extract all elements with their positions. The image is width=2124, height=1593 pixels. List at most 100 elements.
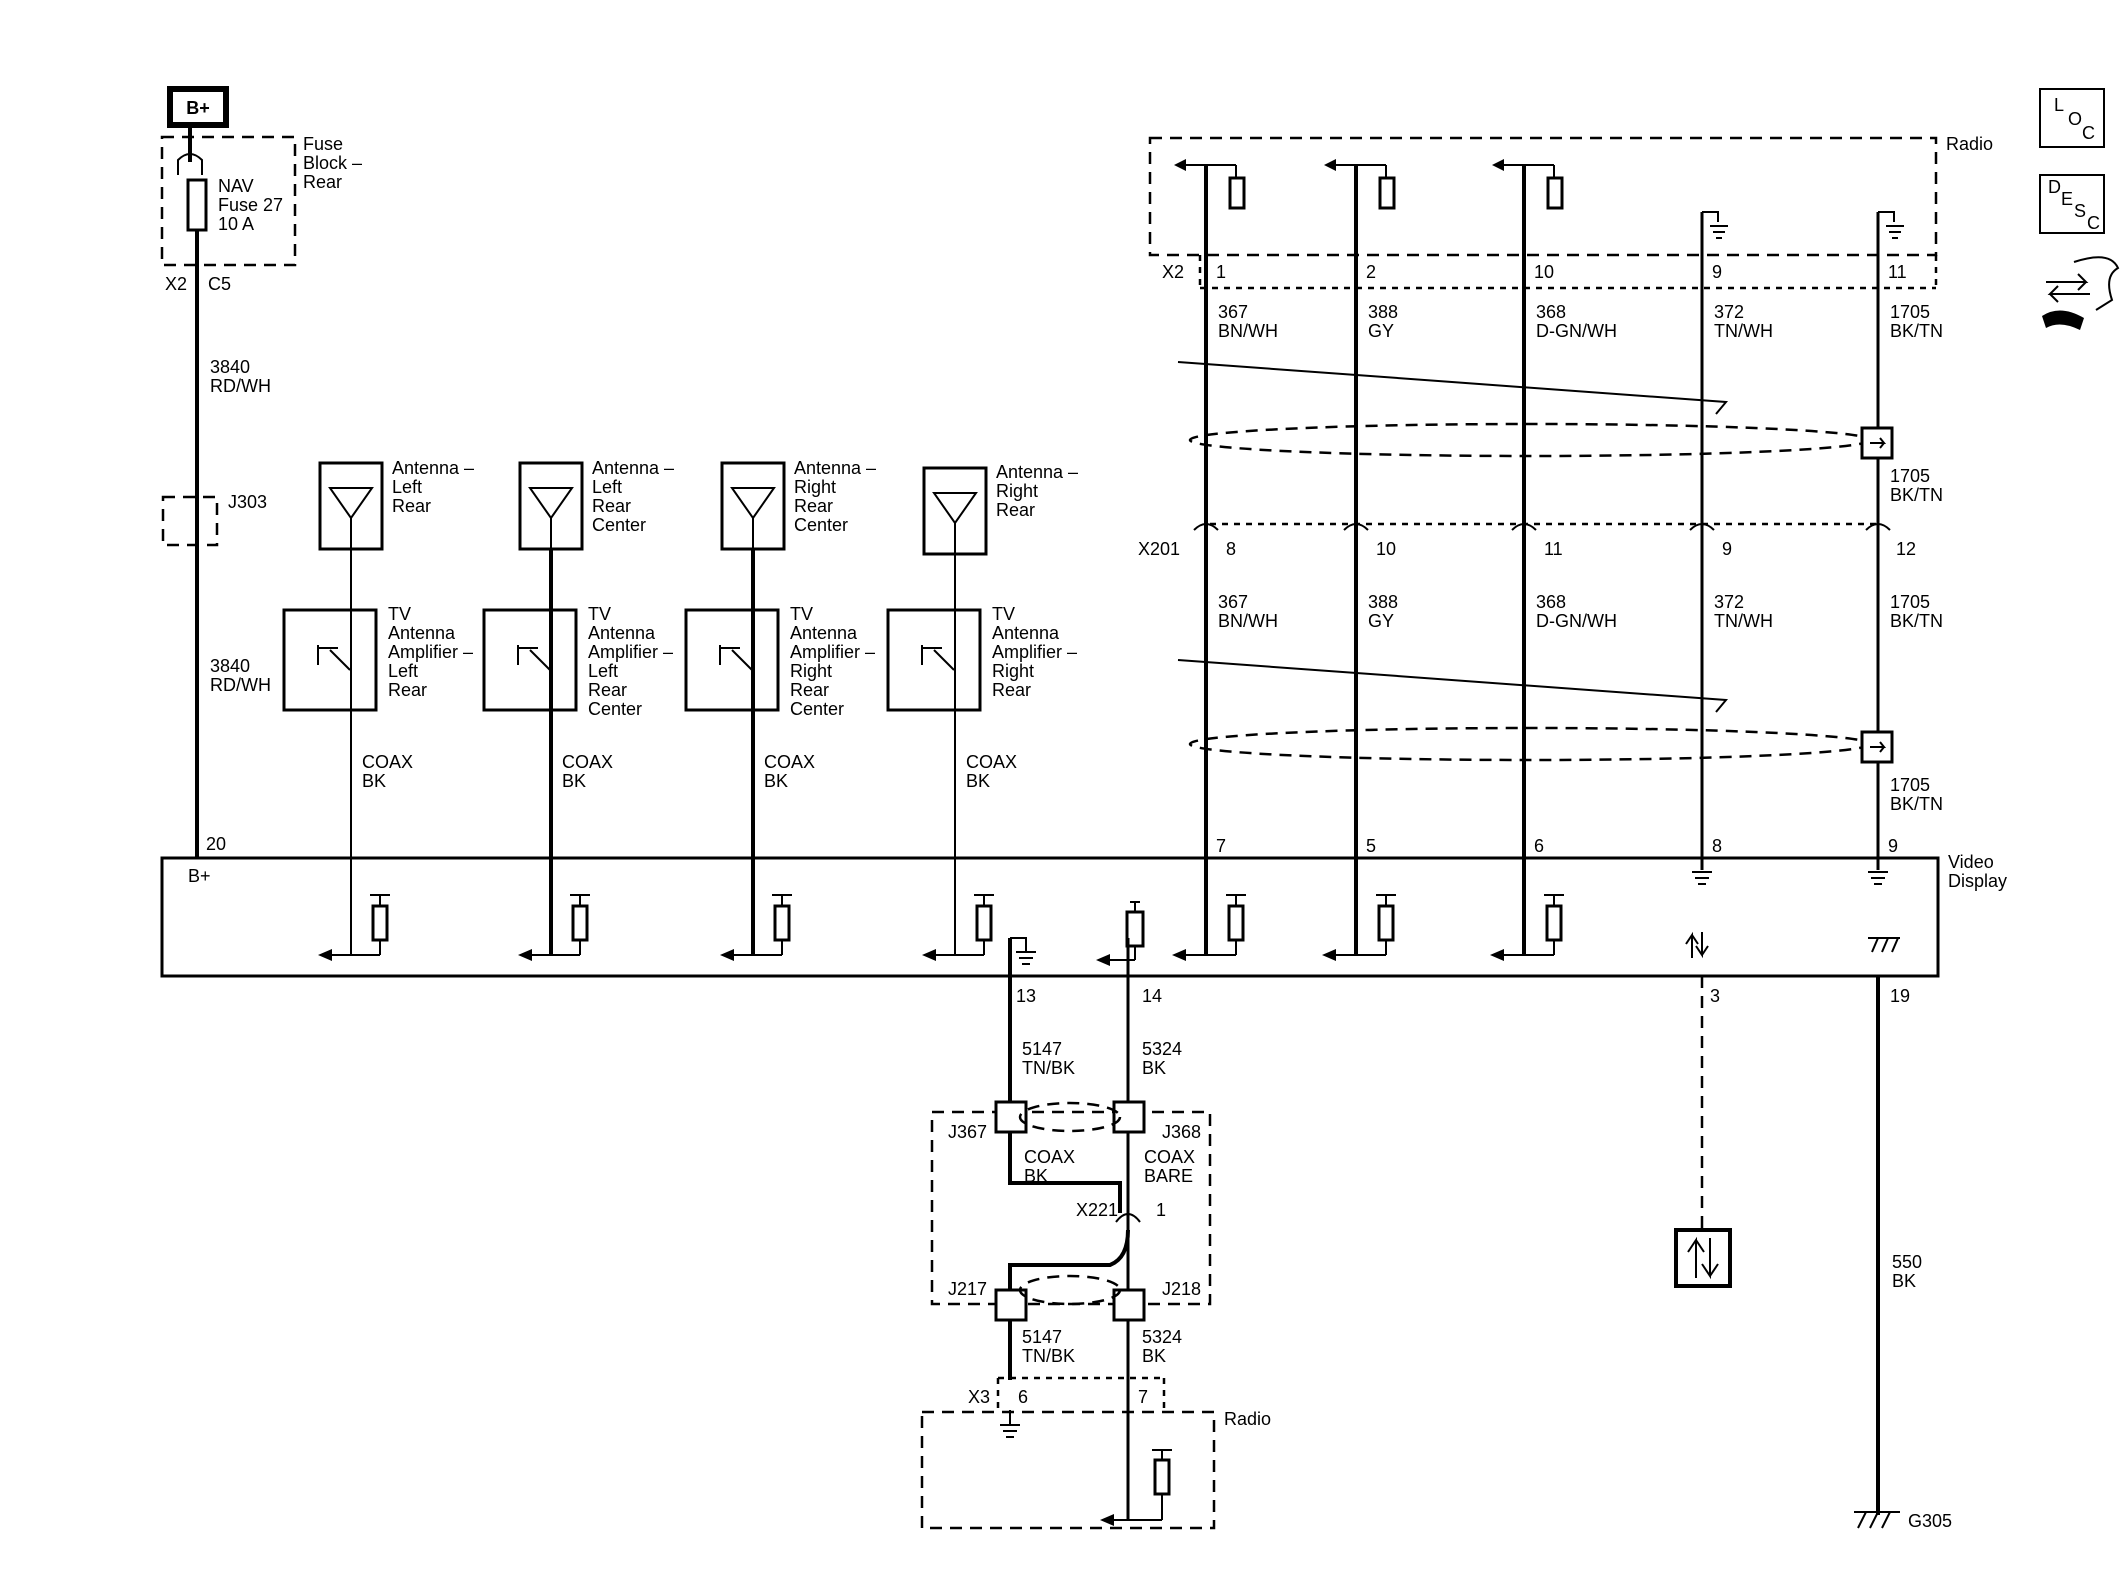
antenna-icon bbox=[730, 487, 776, 549]
svg-text:1705: 1705 bbox=[1890, 466, 1930, 486]
svg-text:14: 14 bbox=[1142, 986, 1162, 1006]
svg-text:GY: GY bbox=[1368, 611, 1394, 631]
svg-text:BK: BK bbox=[1142, 1346, 1166, 1366]
svg-text:368: 368 bbox=[1536, 592, 1566, 612]
svg-text:6: 6 bbox=[1018, 1387, 1028, 1407]
ground-icon bbox=[1854, 1511, 1900, 1529]
svg-text:BK: BK bbox=[1142, 1058, 1166, 1078]
svg-text:TN/WH: TN/WH bbox=[1714, 611, 1773, 631]
svg-text:D-GN/WH: D-GN/WH bbox=[1536, 611, 1617, 631]
svg-text:388: 388 bbox=[1368, 592, 1398, 612]
svg-text:D: D bbox=[2048, 177, 2061, 197]
svg-text:J218: J218 bbox=[1162, 1279, 1201, 1299]
amplifier-switch-icon bbox=[719, 645, 753, 671]
circuit-1705[interactable]: 11 1705 BK/TN 1705 BK/TN 12 1705 BK/TN 1… bbox=[1876, 211, 1943, 870]
svg-text:3840: 3840 bbox=[210, 357, 250, 377]
svg-text:C: C bbox=[2087, 213, 2100, 233]
svg-text:372: 372 bbox=[1714, 302, 1744, 322]
circuit-372[interactable]: 9 372 TN/WH 9 372 TN/WH 8 bbox=[1700, 211, 1773, 870]
svg-text:B+: B+ bbox=[186, 98, 210, 118]
svg-text:9: 9 bbox=[1722, 539, 1732, 559]
svg-text:5324: 5324 bbox=[1142, 1039, 1182, 1059]
shield-lower bbox=[1177, 659, 1894, 764]
svg-text:10: 10 bbox=[1376, 539, 1396, 559]
svg-text:X201: X201 bbox=[1138, 539, 1180, 559]
svg-text:B+: B+ bbox=[188, 866, 211, 886]
svg-text:J217: J217 bbox=[948, 1279, 987, 1299]
svg-text:6: 6 bbox=[1534, 836, 1544, 856]
svg-text:BN/WH: BN/WH bbox=[1218, 321, 1278, 341]
desc-icon[interactable]: D E S C bbox=[2039, 174, 2105, 234]
loc-icon[interactable]: L O C bbox=[2039, 88, 2105, 148]
radio-bottom-module: X3 6 7 Radio bbox=[920, 1376, 1271, 1530]
amplifier-switch-icon bbox=[517, 645, 551, 671]
antenna-icon bbox=[328, 487, 374, 549]
svg-text:BK/TN: BK/TN bbox=[1890, 611, 1943, 631]
b-plus-terminal: B+ bbox=[167, 86, 229, 128]
circuit-368[interactable]: 10 368 D-GN/WH 11 368 D-GN/WH 6 bbox=[1492, 159, 1617, 955]
svg-text:TN/WH: TN/WH bbox=[1714, 321, 1773, 341]
svg-text:X3: X3 bbox=[968, 1387, 990, 1407]
svg-text:5: 5 bbox=[1366, 836, 1376, 856]
svg-text:1: 1 bbox=[1216, 262, 1226, 282]
svg-text:TN/BK: TN/BK bbox=[1022, 1058, 1075, 1078]
svg-text:20: 20 bbox=[206, 834, 226, 854]
svg-text:367: 367 bbox=[1218, 592, 1248, 612]
svg-text:C: C bbox=[2082, 123, 2095, 143]
ground-wire-550[interactable]: 550 BK G305 bbox=[1854, 976, 1952, 1531]
svg-text:9: 9 bbox=[1888, 836, 1898, 856]
svg-text:RD/WH: RD/WH bbox=[210, 675, 271, 695]
svg-text:388: 388 bbox=[1368, 302, 1398, 322]
svg-text:J368: J368 bbox=[1162, 1122, 1201, 1142]
connector-end-view-icon[interactable] bbox=[2042, 256, 2120, 330]
svg-text:8: 8 bbox=[1226, 539, 1236, 559]
svg-text:TN/BK: TN/BK bbox=[1022, 1346, 1075, 1366]
svg-text:5324: 5324 bbox=[1142, 1327, 1182, 1347]
svg-text:1: 1 bbox=[1156, 1200, 1166, 1220]
svg-text:C5: C5 bbox=[208, 274, 231, 294]
serial-data-link bbox=[1674, 976, 1732, 1288]
svg-text:11: 11 bbox=[1888, 262, 1907, 282]
svg-text:8: 8 bbox=[1712, 836, 1722, 856]
radio-top-module: Radio X2 bbox=[1148, 134, 1993, 290]
svg-text:367: 367 bbox=[1218, 302, 1248, 322]
svg-text:19: 19 bbox=[1890, 986, 1910, 1006]
svg-text:O: O bbox=[2068, 109, 2082, 129]
svg-text:X2: X2 bbox=[1162, 262, 1184, 282]
svg-text:11: 11 bbox=[1544, 539, 1563, 559]
splice-j303: J303 bbox=[161, 492, 267, 547]
svg-text:RD/WH: RD/WH bbox=[210, 376, 271, 396]
svg-text:13: 13 bbox=[1016, 986, 1036, 1006]
svg-text:9: 9 bbox=[1712, 262, 1722, 282]
svg-text:E: E bbox=[2061, 189, 2073, 209]
svg-text:5147: 5147 bbox=[1022, 1327, 1062, 1347]
svg-text:X2: X2 bbox=[165, 274, 187, 294]
svg-text:J367: J367 bbox=[948, 1122, 987, 1142]
antenna-icon bbox=[528, 487, 574, 549]
svg-text:10: 10 bbox=[1534, 262, 1554, 282]
svg-text:368: 368 bbox=[1536, 302, 1566, 322]
chassis-ground-icon bbox=[1868, 937, 1900, 953]
circuit-388[interactable]: 2 388 GY 10 388 GY 5 bbox=[1324, 159, 1398, 955]
circuit-367[interactable]: 1 367 BN/WH 8 367 BN/WH 7 bbox=[1174, 159, 1278, 955]
svg-text:BK/TN: BK/TN bbox=[1890, 485, 1943, 505]
